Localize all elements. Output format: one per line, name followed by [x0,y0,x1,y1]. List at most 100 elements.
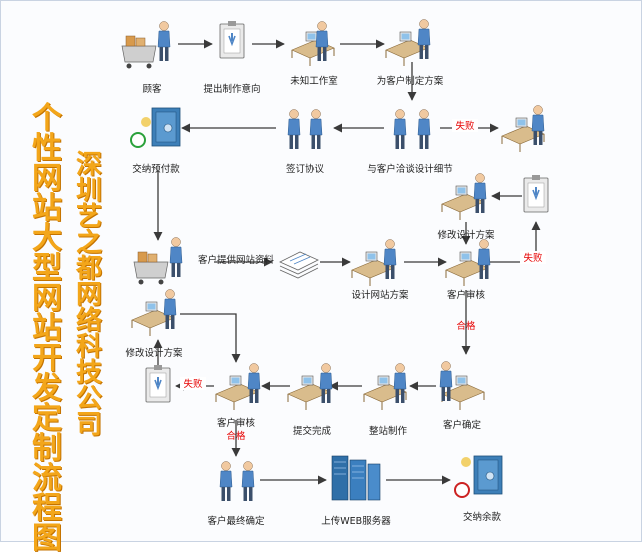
node-revise-1: 修改设计方案 [437,173,495,241]
edge-n15-n17 [180,313,241,363]
shopping-cart-person-icon [121,21,171,69]
reviewer-desk-icon [439,361,485,411]
node-upload-server: 上传WEB服务器 [321,455,391,527]
node-build: 整站制作 [363,363,408,437]
node-label: 客户审核 [447,289,486,301]
title-char: 公 [75,384,102,414]
node-label: 修改设计方案 [437,229,495,241]
two-people-meeting-icon [393,109,431,150]
fail-label-3: 失败 [183,378,203,390]
title-char: 发 [32,371,62,406]
designer-desk-icon [385,19,431,67]
node-final-payment: 交纳余款 [454,455,503,523]
node-submit: 提交完成 [287,363,333,437]
title-char: 圳 [75,176,102,206]
main-title: 个性网站大型网站开发定制流程图 [30,104,64,554]
workstation-desk-icon [291,21,335,67]
title-char: 都 [75,254,102,284]
node-plan: 为客户制定方案 [377,19,444,87]
rejected-desk-icon [501,105,545,153]
pass-label-1: 合格 [456,320,476,332]
node-studio: 未知工作室 [290,21,338,87]
workstation-desk-icon [363,363,407,411]
fail-label-1: 失败 [455,120,475,132]
node-provide-materials: 客户提供网站资料 [133,237,275,285]
document-clipboard-icon [145,364,171,403]
title-char: 深 [75,150,102,180]
node-prepayment: 交纳预付款 [130,107,181,175]
node-review-1: 客户审核 [445,239,491,301]
title-char: 型 [32,251,62,286]
node-label: 设计网站方案 [351,289,409,301]
node-label: 顾客 [142,83,162,95]
node-label: 提交完成 [293,425,332,437]
document-clipboard-icon [523,174,549,213]
pass-label-2: 合格 [226,430,246,442]
node-review-2: 客户审核 [215,363,261,429]
designer-desk-icon [441,173,487,221]
title-char: 之 [75,228,102,258]
handshake-icon [219,461,255,502]
node-label: 与客户洽谈设计细节 [367,163,453,175]
designer-desk-icon [131,289,177,337]
flow-lines [153,39,541,485]
node-label: 签订协议 [286,163,325,175]
shopping-cart-person-icon [133,237,183,285]
node-label: 提出制作意向 [203,83,260,95]
node-customer: 顾客 [121,21,171,95]
diagram-frame [0,0,642,542]
document-clipboard-icon [219,20,245,59]
title-char: 网 [75,280,102,310]
node-revise-2: 修改设计方案 [125,289,183,359]
company-name: 深圳艺之都网络科技公司 [72,152,106,438]
node-intent: 提出制作意向 [203,20,261,95]
money-vault-icon [454,455,503,498]
title-char: 站 [32,191,62,226]
title-char: 技 [75,358,102,388]
node-final-confirm: 客户最终确定 [207,461,265,527]
label-bg [452,119,478,132]
node-confirm: 客户确定 [439,361,485,431]
node-label: 客户审核 [217,417,256,429]
node-label: 交纳余款 [463,511,502,523]
server-rack-icon [331,455,381,501]
title-char: 网 [32,281,62,316]
node-discuss: 与客户洽谈设计细节 [367,109,453,175]
title-char: 制 [32,431,62,466]
node-label: 未知工作室 [290,75,338,87]
handshake-icon [287,109,323,150]
node-label: 为客户制定方案 [377,75,444,87]
node-design-site: 设计网站方案 [351,239,409,301]
node-revise-doc-2 [145,364,171,403]
title-char: 性 [32,131,62,166]
node-label: 客户最终确定 [207,515,265,527]
title-char: 大 [32,221,62,256]
title-char: 络 [75,306,102,336]
title-char: 开 [32,341,62,376]
fail-label-2: 失败 [523,252,543,264]
designer-desk-icon [287,363,333,411]
flowchart: 失败 失败 合格 失败 合格 顾客 提出制作意向 未知工作室 为客户制定方案 [121,19,549,527]
label-bg [520,251,546,264]
title-char: 艺 [75,202,102,232]
title-char: 定 [32,401,62,436]
title-char: 站 [32,311,62,346]
paper-stack-icon [279,251,319,279]
reviewer-desk-icon [215,363,261,411]
title-char: 科 [75,332,102,362]
node-label: 修改设计方案 [125,347,183,359]
title-char: 流 [32,461,62,496]
node-rejected [501,105,545,153]
label-bg [180,377,206,390]
node-agreement: 签订协议 [286,109,325,175]
node-label: 上传WEB服务器 [321,515,391,527]
title-char: 个 [32,101,62,136]
node-revise-doc-1 [523,174,549,213]
title-char: 司 [75,410,102,440]
node-label: 客户提供网站资料 [198,254,275,266]
reviewer-desk-icon [445,239,491,287]
designer-desk-icon [351,239,397,287]
node-label: 交纳预付款 [132,163,180,175]
title-char: 程 [32,491,62,526]
node-label: 整站制作 [369,425,408,437]
